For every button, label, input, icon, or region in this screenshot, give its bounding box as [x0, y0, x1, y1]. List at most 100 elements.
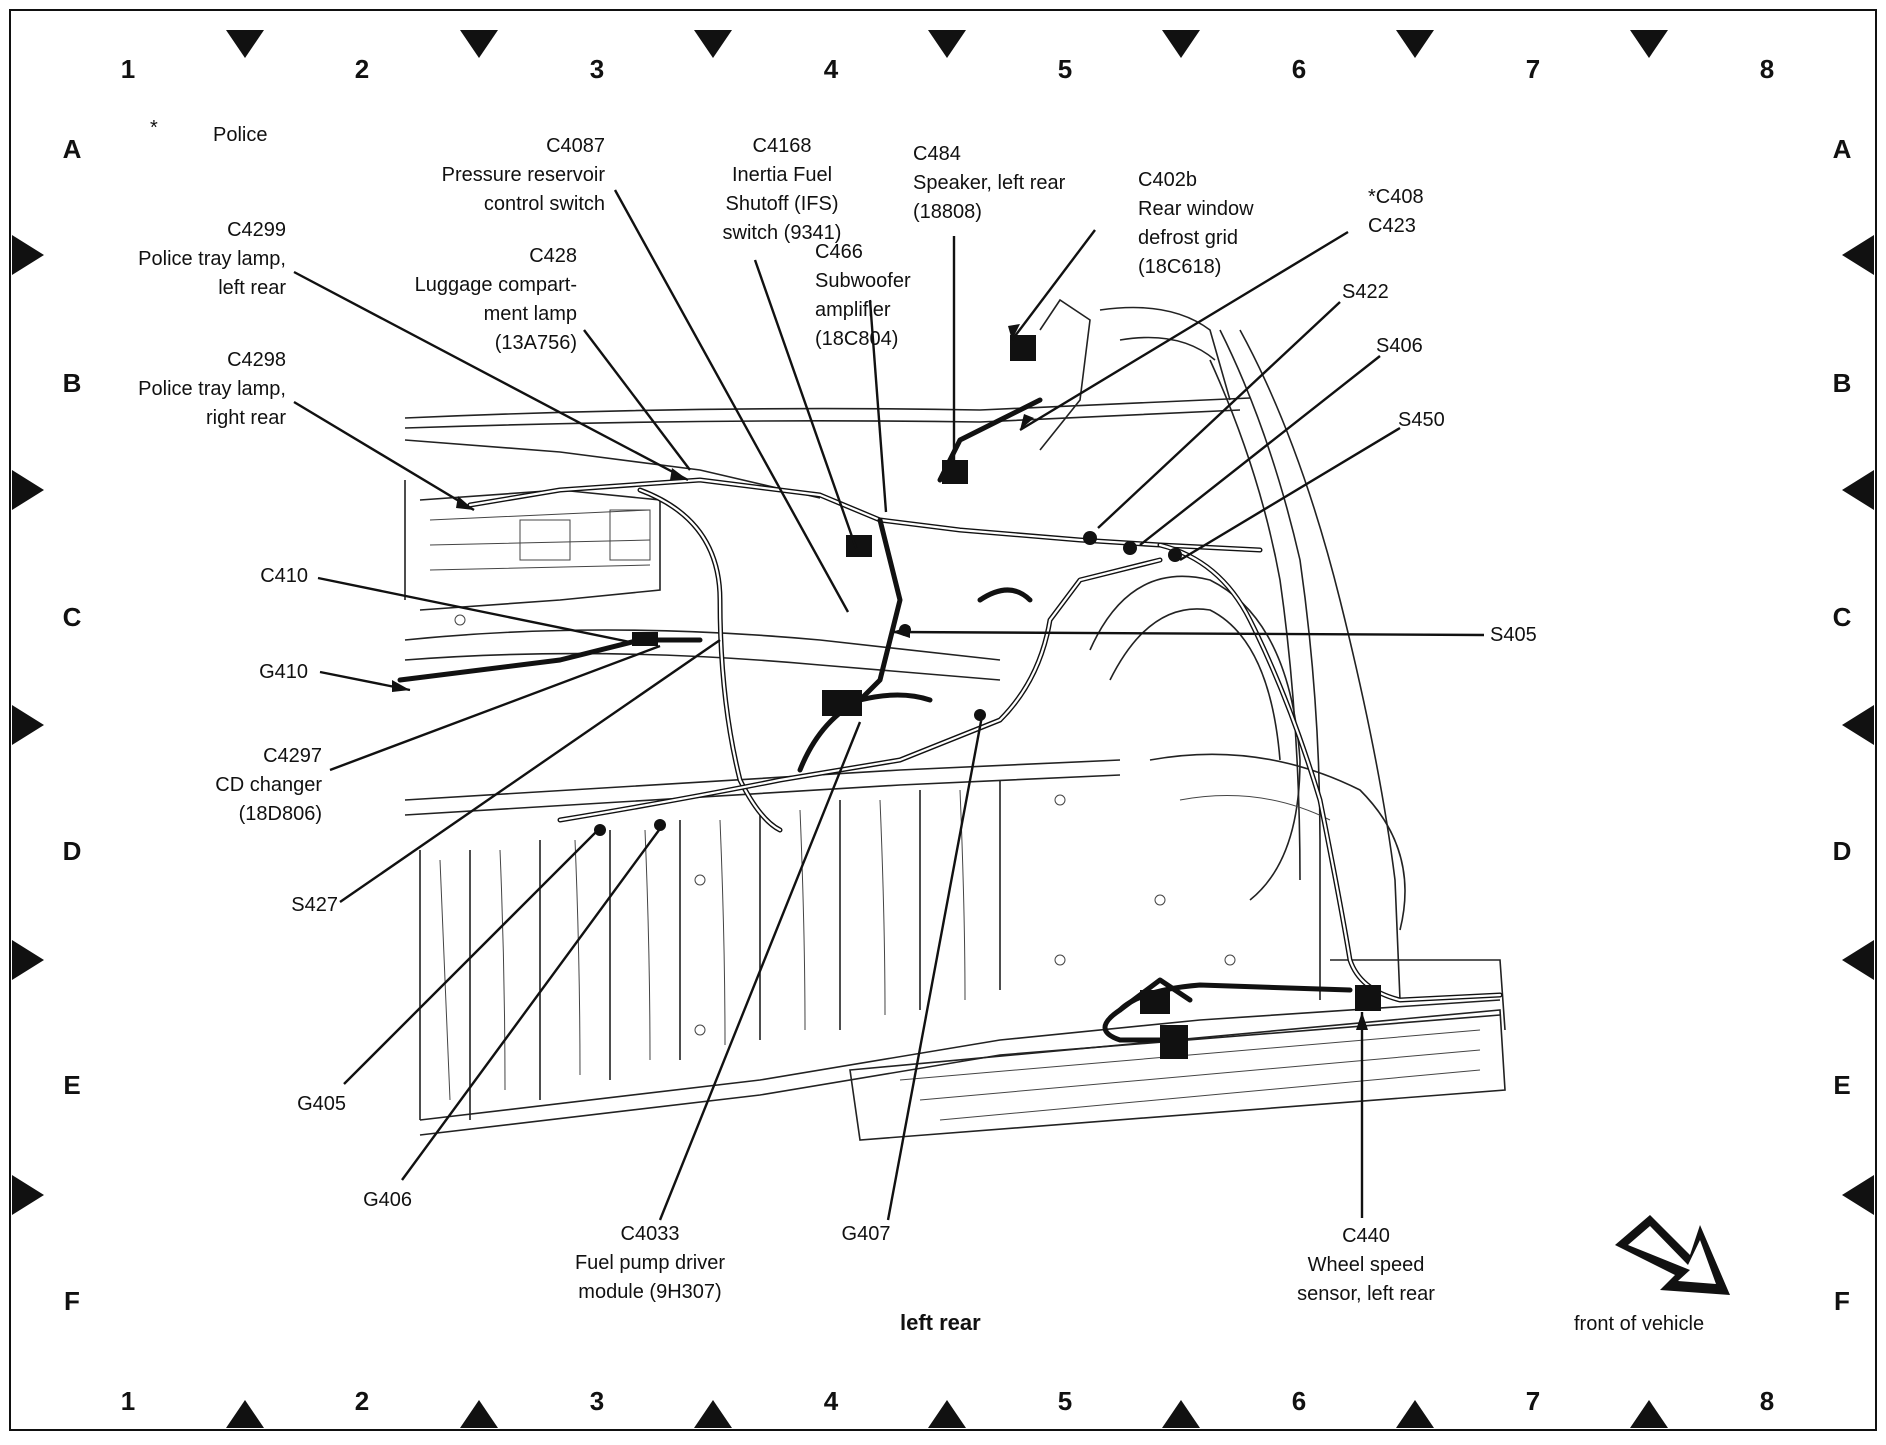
zone-markers: [12, 30, 1874, 1428]
column-label-top: 7: [1526, 54, 1540, 84]
row-label-right: B: [1833, 368, 1852, 398]
column-label-bottom: 4: [824, 1386, 839, 1416]
top-zone-marker: [460, 30, 498, 58]
callout-c4168-desc: Inertia Fuel: [732, 164, 832, 186]
callout-c408-id: *C408: [1368, 186, 1424, 208]
top-zone-marker: [1396, 30, 1434, 58]
right-zone-marker: [1842, 705, 1874, 745]
direction-caption: front of vehicle: [1574, 1313, 1704, 1335]
callout-s422-id: S422: [1342, 281, 1389, 303]
callout-c4033-desc: Fuel pump driver: [575, 1252, 725, 1274]
callout-c466-id: C466: [815, 241, 863, 263]
ground-point: [654, 819, 666, 831]
connector-block: [846, 535, 872, 557]
callout-s450-id: S450: [1398, 409, 1445, 431]
column-label-bottom: 1: [121, 1386, 135, 1416]
row-label-right: A: [1833, 134, 1852, 164]
callout-s406-id: S406: [1376, 335, 1423, 357]
connector-block: [1355, 985, 1381, 1011]
callout-c402b-desc: (18C618): [1138, 256, 1221, 278]
callout-c4299-id: C4299: [227, 219, 286, 241]
left-zone-marker: [12, 940, 44, 980]
left-zone-marker: [12, 235, 44, 275]
front-direction-arrow-icon: [1615, 1215, 1730, 1295]
callout-c466-desc: Subwoofer: [815, 270, 911, 292]
splice-point: [1168, 548, 1182, 562]
row-label-right: F: [1834, 1286, 1850, 1316]
view-caption: left rear: [900, 1310, 981, 1335]
callout-c402b-desc: defrost grid: [1138, 227, 1238, 249]
right-zone-marker: [1842, 235, 1874, 275]
callout-c4168-desc: Shutoff (IFS): [725, 193, 838, 215]
bottom-zone-marker: [1162, 1400, 1200, 1428]
callout-c4297-desc: (18D806): [239, 803, 322, 825]
callout-c440-id: C440: [1342, 1225, 1390, 1247]
callout-s405-id: S405: [1490, 624, 1537, 646]
column-label-bottom: 6: [1292, 1386, 1306, 1416]
right-zone-marker: [1842, 940, 1874, 980]
row-label-left: C: [63, 602, 82, 632]
column-label-bottom: 5: [1058, 1386, 1072, 1416]
bottom-zone-marker: [226, 1400, 264, 1428]
callout-leaders: [293, 189, 1485, 1221]
bottom-zone-marker: [928, 1400, 966, 1428]
splice-point: [1083, 531, 1097, 545]
callout-c4297-id: C4297: [263, 745, 322, 767]
callout-c4297-desc: CD changer: [215, 774, 322, 796]
column-label-top: 1: [121, 54, 135, 84]
row-label-left: E: [63, 1070, 80, 1100]
bottom-zone-marker: [460, 1400, 498, 1428]
column-label-top: 2: [355, 54, 369, 84]
row-label-left: A: [63, 134, 82, 164]
connector-block: [1010, 335, 1036, 361]
callout-c4299-desc: left rear: [218, 277, 286, 299]
callout-c4087-id: C4087: [546, 135, 605, 157]
top-zone-marker: [694, 30, 732, 58]
top-zone-marker: [1630, 30, 1668, 58]
callout-g405-id: G405: [297, 1093, 346, 1115]
top-zone-marker: [928, 30, 966, 58]
top-zone-marker: [1162, 30, 1200, 58]
bottom-zone-marker: [1396, 1400, 1434, 1428]
ground-point: [974, 709, 986, 721]
callout-c4087-desc: Pressure reservoir: [442, 164, 606, 186]
row-label-right: C: [1833, 602, 1852, 632]
callout-c402b-id: C402b: [1138, 169, 1197, 191]
column-label-top: 8: [1760, 54, 1774, 84]
callout-s427-id: S427: [291, 894, 338, 916]
callout-c4168-desc: switch (9341): [723, 222, 842, 244]
trunk-compartment-drawing: [404, 298, 1506, 1141]
callout-c4033-desc: module (9H307): [578, 1281, 721, 1303]
page-frame: [9, 9, 1877, 1431]
callout-c4033-id: C4033: [621, 1223, 680, 1245]
callout-c440-desc: Wheel speed: [1308, 1254, 1425, 1276]
connector-block: [942, 460, 968, 484]
callout-c4299-desc: Police tray lamp,: [138, 248, 286, 270]
column-label-bottom: 7: [1526, 1386, 1540, 1416]
wiring-harness: [397, 335, 1503, 1059]
right-zone-marker: [1842, 1175, 1874, 1215]
right-zone-marker: [1842, 470, 1874, 510]
callout-c484-id: C484: [913, 143, 961, 165]
callout-c4168-id: C4168: [753, 135, 812, 157]
callout-c440-desc: sensor, left rear: [1297, 1283, 1435, 1305]
column-label-top: 3: [590, 54, 604, 84]
row-label-left: B: [63, 368, 82, 398]
top-zone-marker: [226, 30, 264, 58]
column-label-bottom: 3: [590, 1386, 604, 1416]
ground-point: [594, 824, 606, 836]
callout-c4298-id: C4298: [227, 349, 286, 371]
legend-symbol: *: [150, 117, 158, 139]
column-label-bottom: 2: [355, 1386, 369, 1416]
callout-c402b-desc: Rear window: [1138, 198, 1254, 220]
callout-c4087-desc: control switch: [484, 193, 605, 215]
callout-c428-desc: (13A756): [495, 332, 577, 354]
column-label-bottom: 8: [1760, 1386, 1774, 1416]
connector-block: [632, 632, 658, 646]
callout-g406-id: G406: [363, 1189, 412, 1211]
row-label-right: E: [1833, 1070, 1850, 1100]
callout-c466-desc: (18C804): [815, 328, 898, 350]
callout-c4298-desc: Police tray lamp,: [138, 378, 286, 400]
